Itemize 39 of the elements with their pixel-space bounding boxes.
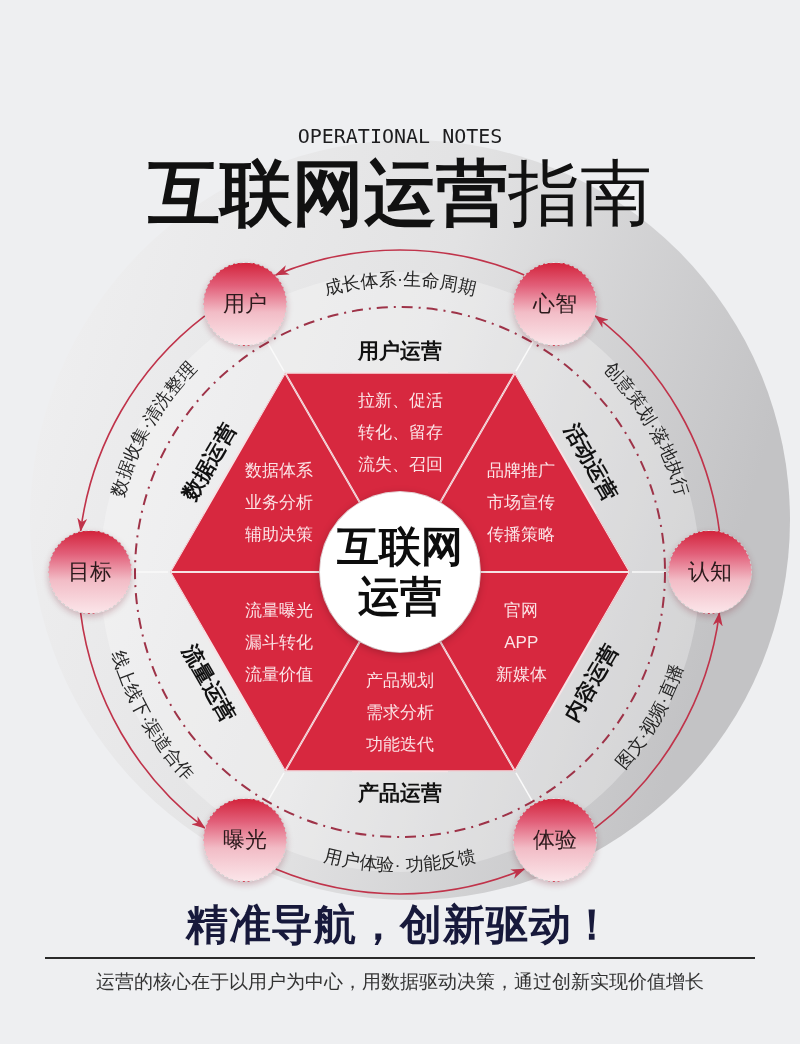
segment-item: 品牌推广 (487, 460, 556, 480)
section-heading: 用户运营 (358, 339, 442, 363)
segment-item: 业务分析 (244, 492, 313, 512)
segment-item: 辅助决策 (244, 524, 313, 544)
segment-item: 流失、召回 (357, 454, 443, 474)
curved-arrow (274, 868, 526, 895)
segment-item: 市场宣传 (487, 492, 556, 512)
segment-item: 官网 (504, 600, 539, 620)
section-heading: 产品运营 (358, 781, 442, 805)
segment-item: APP (504, 632, 539, 652)
section-heading: 活动运营 (560, 419, 623, 504)
stage-label: 心智 (533, 290, 577, 317)
caption: 运营的核心在于以用户为中心，用数据驱动决策，通过创新实现价值增长 (96, 970, 704, 994)
stage-label: 体验 (533, 827, 577, 854)
segment-item: 漏斗转化 (244, 632, 313, 652)
segment-item: 需求分析 (366, 702, 434, 722)
segment-item: 功能迭代 (366, 734, 434, 754)
edge-label: 成长体系·生命周期 (322, 268, 478, 299)
segment-item: 流量曝光 (244, 600, 313, 620)
subtitle: OPERATIONAL NOTES (297, 124, 503, 148)
title: 互联网运营指南 (148, 152, 652, 235)
segment-item: 新媒体 (495, 664, 547, 684)
center-title: 互联网运营 (336, 522, 464, 622)
stage-label: 用户 (223, 290, 267, 317)
section-heading: 内容运营 (560, 640, 623, 725)
segment-item: 转化、留存 (357, 422, 443, 442)
stage-label: 曝光 (223, 827, 267, 854)
curved-arrow (274, 249, 526, 276)
segment-item: 拉新、促活 (357, 390, 443, 410)
stage-label: 目标 (68, 559, 112, 585)
edge-label: 用户体验· 功能反馈 (322, 845, 478, 876)
segment-item: 传播策略 (487, 524, 556, 544)
segment-item: 数据体系 (244, 460, 313, 480)
segment-item: 流量价值 (244, 664, 313, 684)
section-heading: 数据运营 (177, 419, 240, 504)
stage-label: 认知 (688, 559, 732, 585)
section-heading: 流量运营 (177, 640, 240, 725)
slogan: 精准导航，创新驱动！ (185, 900, 615, 950)
segment-item: 产品规划 (366, 670, 434, 690)
